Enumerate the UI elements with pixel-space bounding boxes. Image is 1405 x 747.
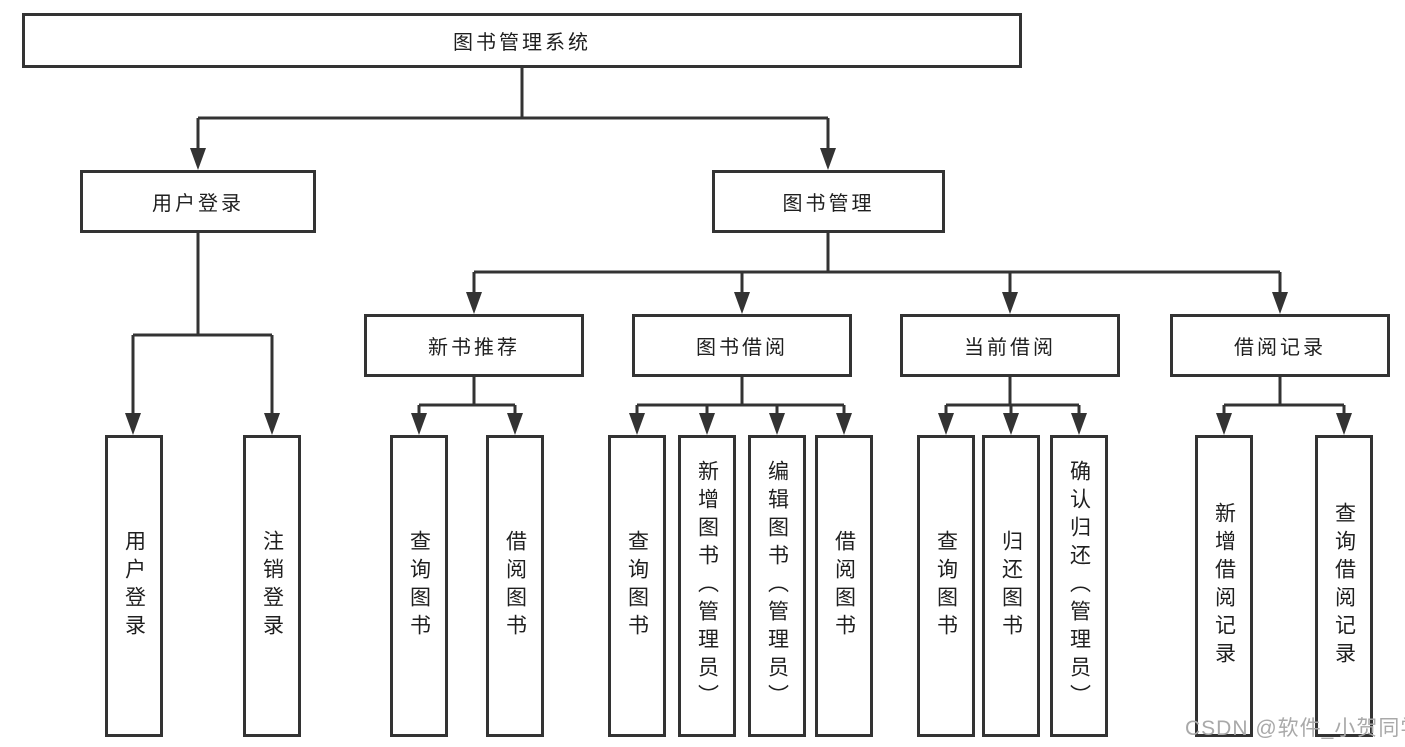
leaf-query-borrow-record: 查询借阅记录 [1315,435,1373,737]
leaf-label: 查询图书 [407,530,431,642]
node-book-borrowing: 图书借阅 [632,314,852,377]
csdn-watermark: CSDN @软件_小贺同学 [1185,717,1405,740]
leaf-label: 借阅图书 [503,530,527,642]
leaf-confirm-return-admin: 确认归还（管理员） [1050,435,1108,737]
node-library-system: 图书管理系统 [22,13,1022,68]
node-user-login: 用户登录 [80,170,316,233]
leaf-user-login: 用户登录 [105,435,163,737]
leaf-label: 注销登录 [260,530,284,642]
leaf-query-books-current: 查询图书 [917,435,975,737]
node-borrowing-records: 借阅记录 [1170,314,1390,377]
node-new-book-recommendation: 新书推荐 [364,314,584,377]
leaf-borrow-books: 借阅图书 [815,435,873,737]
leaf-query-books-newbook: 查询图书 [390,435,448,737]
leaf-label: 归还图书 [999,530,1023,642]
leaf-label: 编辑图书（管理员） [765,460,789,712]
leaf-label: 新增图书（管理员） [695,460,719,712]
leaf-label: 查询借阅记录 [1332,502,1356,670]
leaf-edit-books-admin: 编辑图书（管理员） [748,435,806,737]
leaf-add-borrow-record: 新增借阅记录 [1195,435,1253,737]
leaf-label: 确认归还（管理员） [1067,460,1091,712]
leaf-label: 用户登录 [122,530,146,642]
leaf-label: 新增借阅记录 [1212,502,1236,670]
leaf-return-books: 归还图书 [982,435,1040,737]
leaf-add-books-admin: 新增图书（管理员） [678,435,736,737]
leaf-borrow-books-newbook: 借阅图书 [486,435,544,737]
node-book-management: 图书管理 [712,170,945,233]
leaf-label: 查询图书 [625,530,649,642]
leaf-label: 查询图书 [934,530,958,642]
leaf-logout: 注销登录 [243,435,301,737]
node-current-borrowing: 当前借阅 [900,314,1120,377]
leaf-label: 借阅图书 [832,530,856,642]
leaf-query-books-borrow: 查询图书 [608,435,666,737]
